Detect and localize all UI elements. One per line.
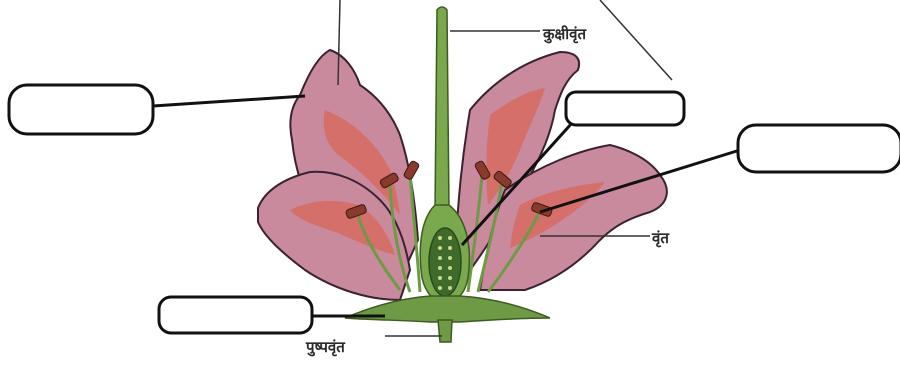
style — [435, 7, 449, 210]
pedicel-label: पुष्पवृंत — [305, 338, 346, 357]
blank-label-box-anther[interactable] — [738, 125, 900, 172]
ovary-chamber — [429, 228, 461, 296]
sepals-receptacle — [345, 296, 550, 342]
pistil — [420, 7, 469, 303]
filament-label: वृंत — [651, 229, 670, 248]
pedicel — [438, 320, 452, 342]
blank-label-box-petal[interactable] — [9, 85, 153, 134]
blank-label-box-receptacle[interactable] — [159, 297, 312, 333]
style-label: कुक्षीवृंत — [542, 25, 588, 44]
blank-label-box-ovary[interactable] — [566, 92, 684, 125]
